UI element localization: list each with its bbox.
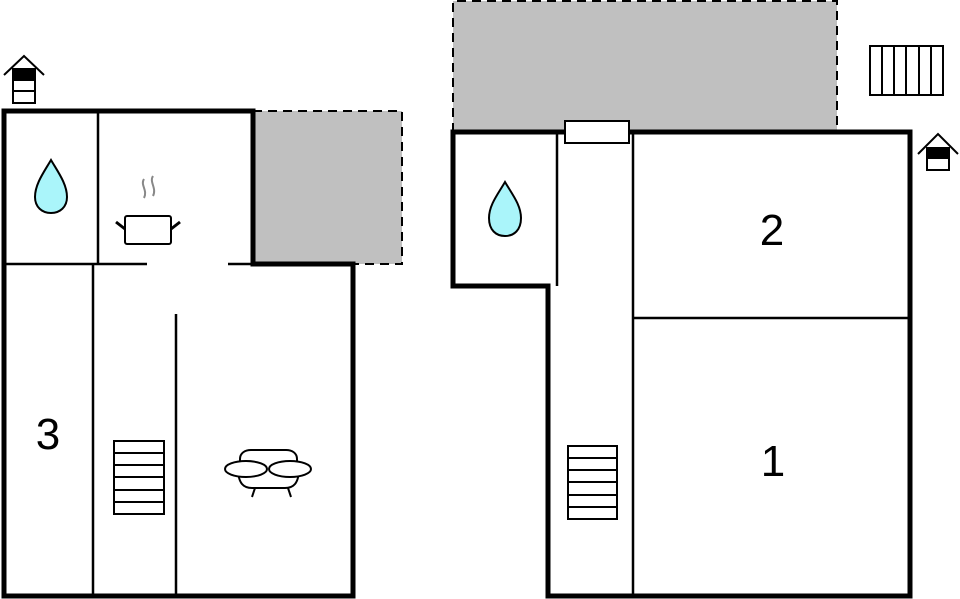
entrance-house-icon (3, 54, 45, 104)
armchair-icon (224, 449, 312, 498)
ground-floor-plan: 3 (1, 54, 403, 599)
upper-balcony-dashed-border (452, 0, 838, 132)
water-drop-icon (487, 180, 523, 238)
outdoor-stairs-icon (869, 45, 944, 96)
cooking-pot-icon (115, 175, 181, 245)
ground-terrace-dashed-border (253, 110, 403, 265)
staircase-icon (567, 445, 618, 520)
upper-outer-walls (450, 129, 913, 599)
ground-outer-walls (1, 108, 356, 599)
window-icon (564, 120, 630, 144)
room-label-3: 3 (36, 410, 60, 459)
entrance-house-icon (917, 132, 959, 171)
staircase-icon (113, 440, 165, 515)
room-label-1: 1 (761, 437, 785, 486)
upper-balcony (453, 1, 837, 132)
ground-terrace (253, 111, 402, 264)
upper-floor-plan: 2 1 (450, 0, 959, 599)
water-drop-icon (33, 158, 69, 215)
room-label-2: 2 (760, 206, 784, 255)
